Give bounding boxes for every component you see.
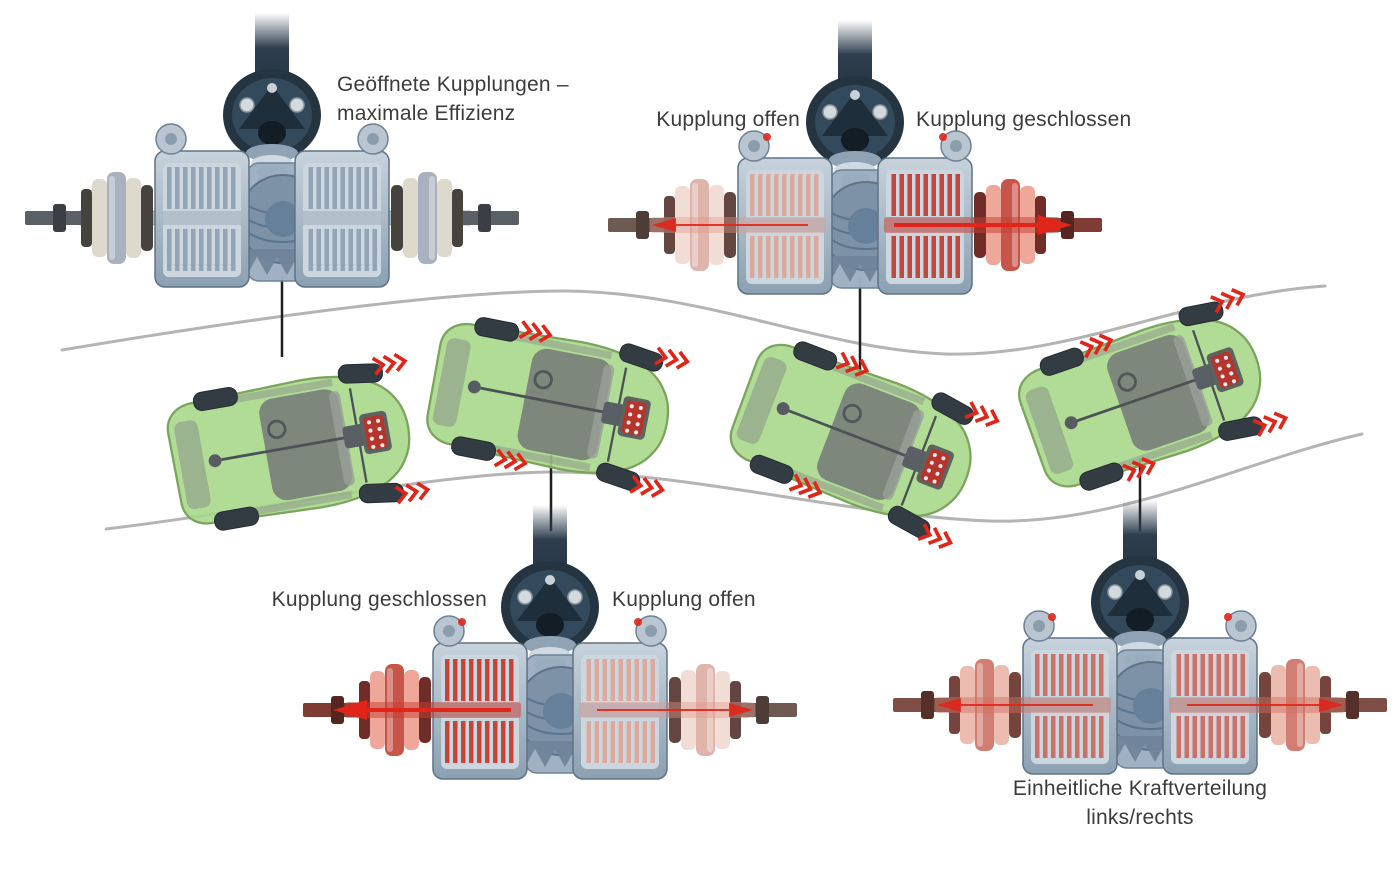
right-clutch [877,130,1102,295]
car-steering-wheel [1117,372,1137,392]
car-drivetrain [1064,329,1244,430]
torque-arrow-right [1187,698,1343,712]
car-drivetrain [776,402,954,506]
label-line: Geöffnete Kupplungen – [337,73,569,96]
axle-top-right [608,20,1102,295]
label-top-clutch-closed: Kupplung geschlossen [916,108,1132,131]
car-drivetrain [208,388,392,483]
left-clutch [303,615,528,780]
car-wheels [1039,301,1264,491]
car-steering-wheel [267,419,287,439]
torque-direction-arrows [1079,287,1289,482]
axle-top-left [25,13,519,288]
torque-arrow-left [937,698,1093,712]
road-edge-top [60,284,1327,356]
label-bottom-clutch-closed: Kupplung geschlossen [271,588,487,611]
right-clutch [1162,610,1387,775]
right-clutch [294,123,519,288]
car-drivetrain [467,367,651,462]
torque-arrow-left [652,218,808,232]
torque-arrow-right [894,215,1072,235]
car-wheels [192,363,405,531]
axle-bottom-right [893,500,1387,775]
car-wheels [451,317,664,491]
label-line: Einheitliche Kraftverteilung [1012,777,1268,800]
car-2 [426,317,690,498]
torque-direction-arrows [493,320,690,498]
label-bottom-clutch-open: Kupplung offen [612,588,756,611]
torque-direction-arrows [788,351,1000,549]
car-steering-wheel [533,370,553,390]
car-4 [1017,287,1289,491]
car-1 [166,352,431,531]
label-top-clutch-open: Kupplung offen [656,108,800,131]
axle-bottom-left [303,505,797,780]
label-open-clutches-efficiency: Geöffnete Kupplungen – maximale Effizien… [337,70,607,128]
car-steering-wheel [842,403,862,424]
driveshaft [223,13,321,213]
torque-direction-arrows [371,352,431,505]
right-clutch [572,615,797,780]
car-body [426,322,670,474]
left-clutch [893,610,1118,775]
torque-arrow-left [333,700,511,720]
car-3 [729,341,1000,549]
label-line: maximale Effizienz [337,102,516,125]
car-wheels [749,341,974,539]
label-line: links/rechts [1086,806,1194,829]
label-uniform-force-distribution: Einheitliche Kraftverteilung links/recht… [990,774,1290,832]
left-clutch [25,123,250,288]
torque-arrow-right [597,703,753,717]
left-clutch [608,130,833,295]
